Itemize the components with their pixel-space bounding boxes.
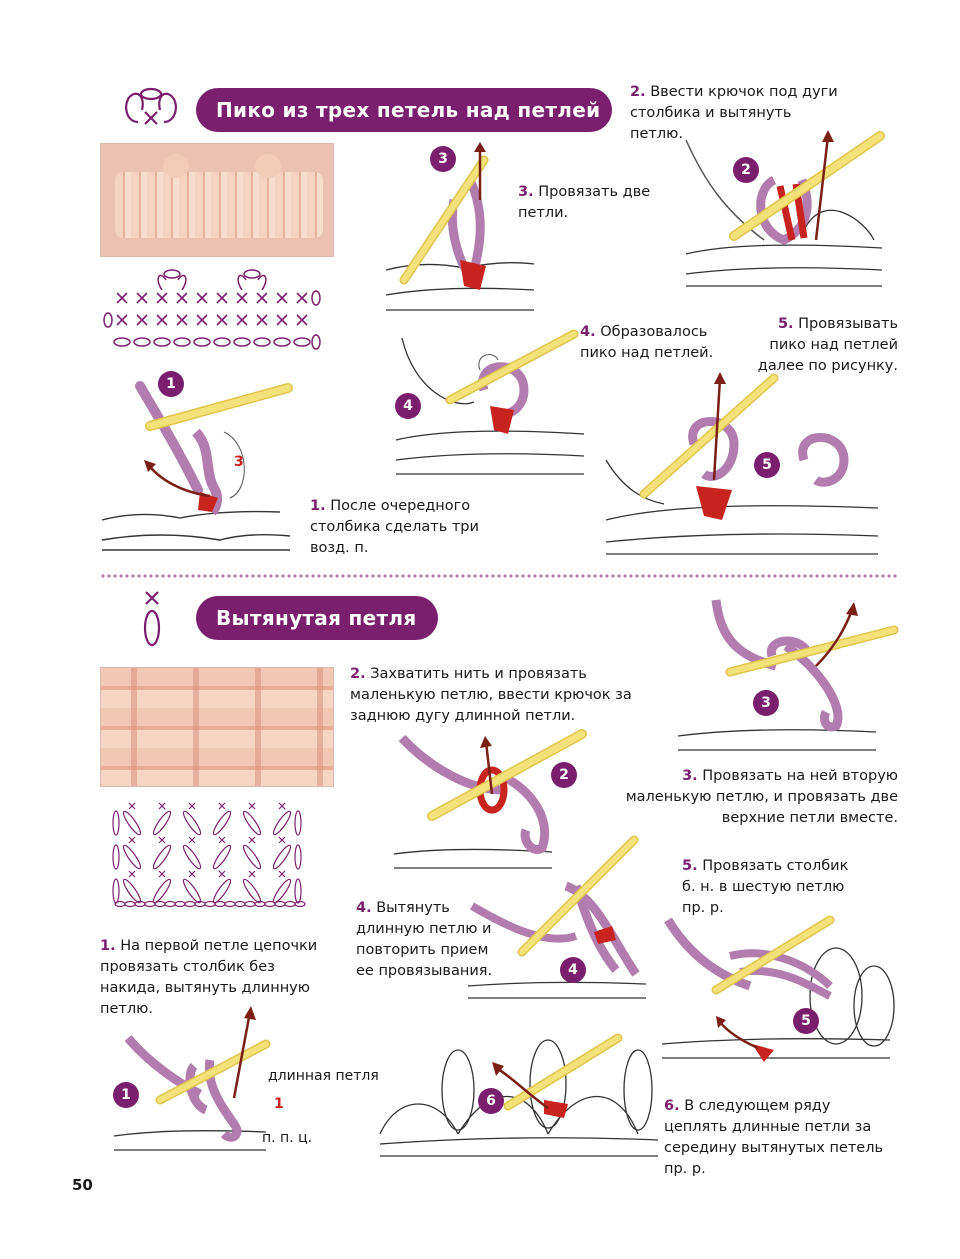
elongated-loop-symbol-icon — [143, 591, 161, 647]
picot-step1-caption: 1. После очередного столбика сделать три… — [310, 498, 479, 556]
section-divider — [100, 573, 898, 579]
picot-three-label: 3 — [234, 454, 244, 470]
elongated-loop-sample-photo — [100, 667, 334, 787]
picot-step1-illustration — [101, 381, 293, 551]
picot-step2-badge: 2 — [733, 157, 759, 183]
picot-step4-badge: 4 — [395, 393, 421, 419]
picot-step3-caption: 3. Провязать две петли. — [518, 184, 651, 221]
loop-step3-badge: 3 — [753, 690, 779, 716]
page-number: 50 — [72, 1176, 93, 1194]
loop-step3-illustration — [677, 599, 899, 751]
elongated-loop-stitch-chart — [112, 802, 306, 908]
picot-sample-photo — [100, 143, 334, 257]
loop-step1-illustration — [113, 1006, 271, 1151]
loop-step4-caption: 4. Вытянуть длинную петлю и повторить пр… — [356, 900, 493, 979]
loop-step2-illustration — [393, 729, 587, 869]
loop-step2-caption: 2. Захватить нить и провязать маленькую … — [350, 666, 632, 724]
picot-step4-caption: 4. Образовалось пико над петлей. — [580, 324, 714, 361]
picot-step2-caption: 2. Ввести крючок под дуги столбика и выт… — [630, 84, 838, 142]
loop-step1-badge: 1 — [113, 1082, 139, 1108]
loop-one-label: 1 — [274, 1096, 284, 1112]
loop-step1-caption: 1. На первой петле цепочки провязать сто… — [100, 938, 318, 1017]
loop-step6-caption: 6. В следующем ряду цеплять длинные петл… — [664, 1098, 884, 1177]
section-title-elongated-loop: Вытянутая петля — [196, 596, 438, 640]
loop-step6-badge: 6 — [478, 1088, 504, 1114]
section-title-picot: Пико из трех петель над петлей — [196, 88, 612, 132]
loop-step4-badge: 4 — [560, 957, 586, 983]
picot-symbol-icon — [125, 87, 177, 125]
picot-stitch-chart — [103, 269, 321, 350]
loop-step5-illustration — [661, 915, 895, 1062]
picot-step3-badge: 3 — [430, 146, 456, 172]
picot-step5-badge: 5 — [754, 452, 780, 478]
picot-step5-caption: 5. Провязывать пико над петлей далее по … — [757, 316, 898, 374]
loop-step3-caption: 3. Провязать на ней вторую маленькую пет… — [625, 768, 898, 826]
ppc-label: п. п. ц. — [262, 1130, 313, 1146]
picot-step2-illustration — [685, 130, 885, 287]
loop-step6-illustration — [379, 1033, 659, 1157]
picot-step5-illustration — [605, 372, 879, 555]
picot-step3-illustration — [385, 142, 535, 311]
loop-step4-illustration — [467, 835, 647, 999]
loop-step2-badge: 2 — [551, 762, 577, 788]
loop-step5-badge: 5 — [793, 1008, 819, 1034]
picot-step1-badge: 1 — [158, 371, 184, 397]
long-loop-label: длинная петля — [268, 1068, 379, 1084]
picot-step4-illustration — [395, 329, 585, 475]
loop-step5-caption: 5. Провязать столбик б. н. в шестую петл… — [682, 858, 849, 916]
